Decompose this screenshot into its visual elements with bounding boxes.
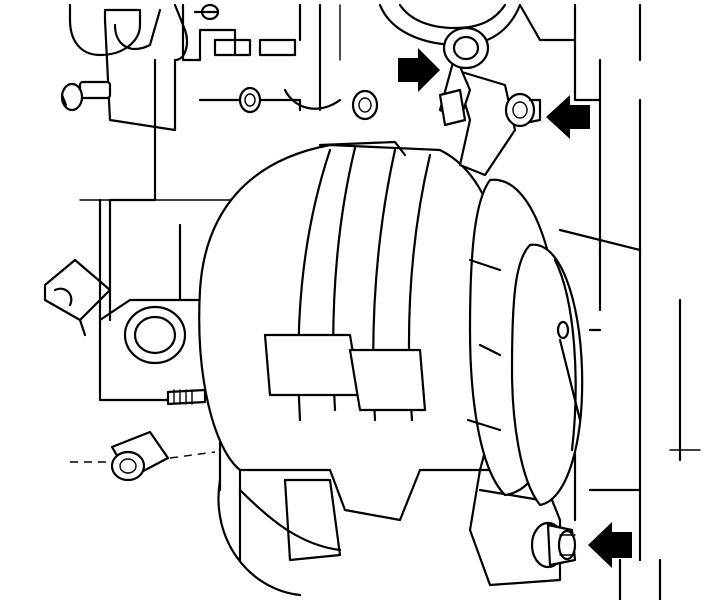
upper-left-bracket — [60, 3, 297, 132]
upper-right-bolt-arrow — [546, 95, 590, 139]
adjusting-strap — [438, 26, 542, 177]
left-bracket-fragment — [43, 258, 112, 337]
lower-pivot-bolt — [530, 521, 577, 569]
lower-pivot-bolt-arrow — [588, 522, 632, 568]
pulley-fan — [466, 178, 584, 507]
engine-block — [68, 3, 701, 600]
upper-left-bolt-arrow — [398, 48, 440, 92]
spacer-nut — [70, 430, 216, 482]
